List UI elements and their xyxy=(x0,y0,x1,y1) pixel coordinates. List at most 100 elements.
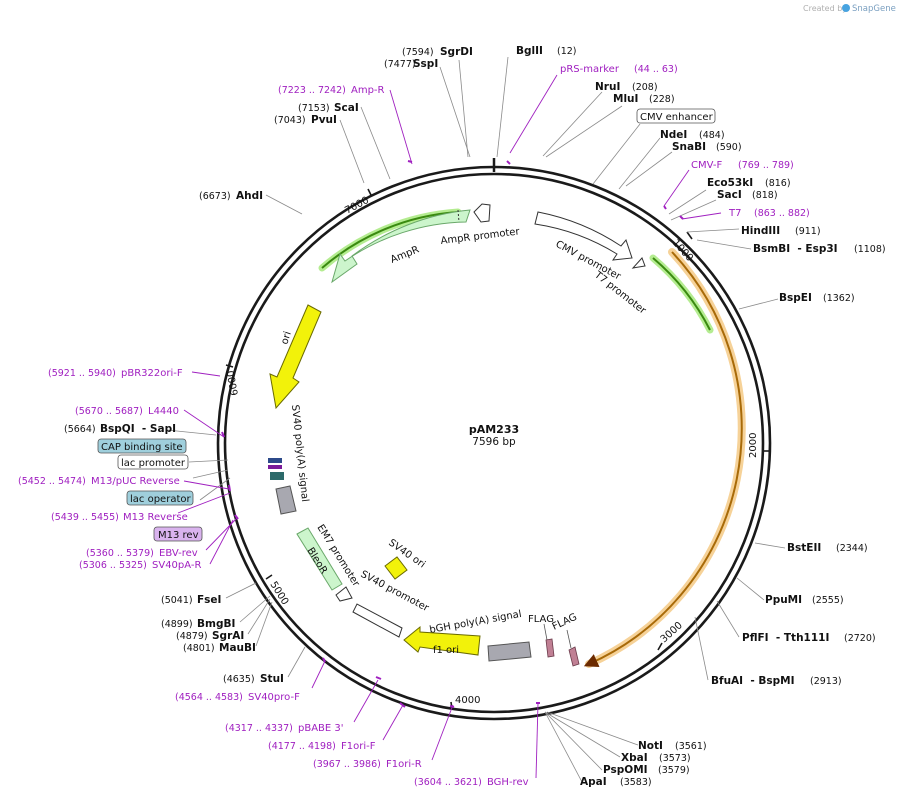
credit-text: Created by xyxy=(803,4,847,13)
ampr-promoter-label: AmpR promoter xyxy=(440,226,521,247)
site-pos: (816) xyxy=(765,178,791,189)
site-name: XbaI xyxy=(621,752,648,764)
cap-binding-site-label: CAP binding site xyxy=(101,442,183,453)
cmv-enhancer-box xyxy=(636,108,716,124)
bleor-arrow xyxy=(296,527,343,591)
site-name: BfuAI - BspMI xyxy=(711,675,795,687)
site-name: SgrDI xyxy=(440,46,473,58)
site-labels: (7594) SgrDI (7477) SspI BglII (12) NruI… xyxy=(64,45,886,788)
primer-pos: (5670 .. 5687) xyxy=(75,406,143,417)
cap-mark xyxy=(270,472,284,480)
site-name: PflFI - Tth111I xyxy=(742,632,829,644)
primer-name: SV40pro-F xyxy=(248,692,300,703)
bgh-polya-box xyxy=(487,641,532,662)
ori-label: ori xyxy=(279,330,293,346)
primer-name: pRS-marker xyxy=(560,64,620,75)
primer-labels: pRS-marker (44 .. 63) CMV-F (769 .. 789)… xyxy=(18,64,810,788)
site-name: BspEI xyxy=(779,292,812,304)
primer-pos: (4317 .. 4337) xyxy=(225,723,293,734)
ampr-label: AmpR xyxy=(389,244,421,265)
ruler-tick xyxy=(686,231,693,240)
primer-name: pBABE 3' xyxy=(298,723,344,734)
snapgene-logo-icon xyxy=(842,4,850,12)
primer-pos: (5921 .. 5940) xyxy=(48,368,116,379)
site-pos: (911) xyxy=(795,226,821,237)
site-name: AhdI xyxy=(236,190,263,202)
site-name: Eco53kI xyxy=(707,177,753,189)
primer-name: M13/pUC Reverse xyxy=(91,476,180,487)
site-name: PpuMI xyxy=(765,594,802,606)
primer-name: T7 xyxy=(728,208,741,219)
primer-name: SV40pA-R xyxy=(152,560,201,571)
site-pos: (208) xyxy=(632,82,658,93)
backbone-inner-circle xyxy=(223,172,765,714)
ruler-tick-7000: 7000 xyxy=(343,195,371,217)
lac-promoter-box xyxy=(117,454,189,470)
site-name: BmgBI xyxy=(197,618,235,630)
site-pos: (2913) xyxy=(810,676,842,687)
sv40-polya-label: SV40 poly(A) signal xyxy=(289,404,310,502)
lac-promoter-label: lac promoter xyxy=(121,458,186,469)
site-name: BglII xyxy=(516,45,543,57)
green-feature-arc xyxy=(652,257,711,331)
site-leaders xyxy=(166,56,786,783)
primer-leaders xyxy=(177,74,722,779)
site-pos: (3573) xyxy=(659,753,691,764)
lac-operator-label: lac operator xyxy=(130,494,191,505)
primer-name: M13 Reverse xyxy=(123,512,188,523)
site-name: MauBI xyxy=(219,642,256,654)
site-pos: (1108) xyxy=(854,244,886,255)
primer-pos: (3967 .. 3986) xyxy=(313,759,381,770)
site-pos: (3561) xyxy=(675,741,707,752)
site-pos: (3583) xyxy=(620,777,652,788)
t7-promoter-arrow xyxy=(631,257,646,269)
plasmid-name: pAM233 xyxy=(469,423,519,436)
flag-label-1: FLAG xyxy=(528,614,554,625)
site-name: BsmBI - Esp3I xyxy=(753,243,838,255)
site-name: PvuI xyxy=(311,114,337,126)
site-pos: (1362) xyxy=(823,293,855,304)
m13-mark xyxy=(268,465,282,469)
site-name: NruI xyxy=(595,81,620,93)
site-pos: (4801) xyxy=(183,643,215,654)
primer-name: pBR322ori-F xyxy=(121,368,183,379)
site-pos: (4635) xyxy=(223,674,255,685)
site-pos: (2555) xyxy=(812,595,844,606)
site-name: NdeI xyxy=(660,129,687,141)
site-pos: (228) xyxy=(649,94,675,105)
site-name: SspI xyxy=(413,58,438,70)
site-name: SacI xyxy=(717,189,742,201)
ruler-tick-2000: 2000 xyxy=(748,433,759,458)
primer-name: BGH-rev xyxy=(487,777,529,788)
site-pos: (7477) xyxy=(384,59,416,70)
flag-box-2 xyxy=(568,646,580,667)
site-name: MluI xyxy=(613,93,638,105)
primer-pos: (5306 .. 5325) xyxy=(79,560,147,571)
site-pos: (590) xyxy=(716,142,742,153)
primer-pos: (863 .. 882) xyxy=(754,208,810,219)
site-pos: (818) xyxy=(752,190,778,201)
site-pos: (7153) xyxy=(298,103,330,114)
primer-pos: (5360 .. 5379) xyxy=(86,548,154,559)
lac-operator-box xyxy=(126,490,194,506)
m13-rev-box xyxy=(153,526,203,542)
primer-pos: (3604 .. 3621) xyxy=(414,777,482,788)
primer-name: L4440 xyxy=(148,406,179,417)
sv40-ori-box xyxy=(384,556,408,580)
site-pos: (7043) xyxy=(274,115,306,126)
flag-box-1 xyxy=(545,638,555,658)
site-pos: (2720) xyxy=(844,633,876,644)
credit-brand: SnapGene xyxy=(852,4,896,14)
site-name: HindIII xyxy=(741,225,780,237)
ampr-arrow xyxy=(331,209,471,284)
site-pos: (2344) xyxy=(836,543,868,554)
site-name: BstEII xyxy=(787,542,821,554)
site-name: SgrAI xyxy=(212,630,244,642)
site-pos: (6673) xyxy=(199,191,231,202)
site-pos: (3579) xyxy=(658,765,690,776)
ruler-tick-3000: 3000 xyxy=(659,620,685,645)
primer-pos: (5439 .. 5455) xyxy=(51,512,119,523)
primer-marks xyxy=(221,160,684,708)
ruler-tick xyxy=(367,188,372,196)
